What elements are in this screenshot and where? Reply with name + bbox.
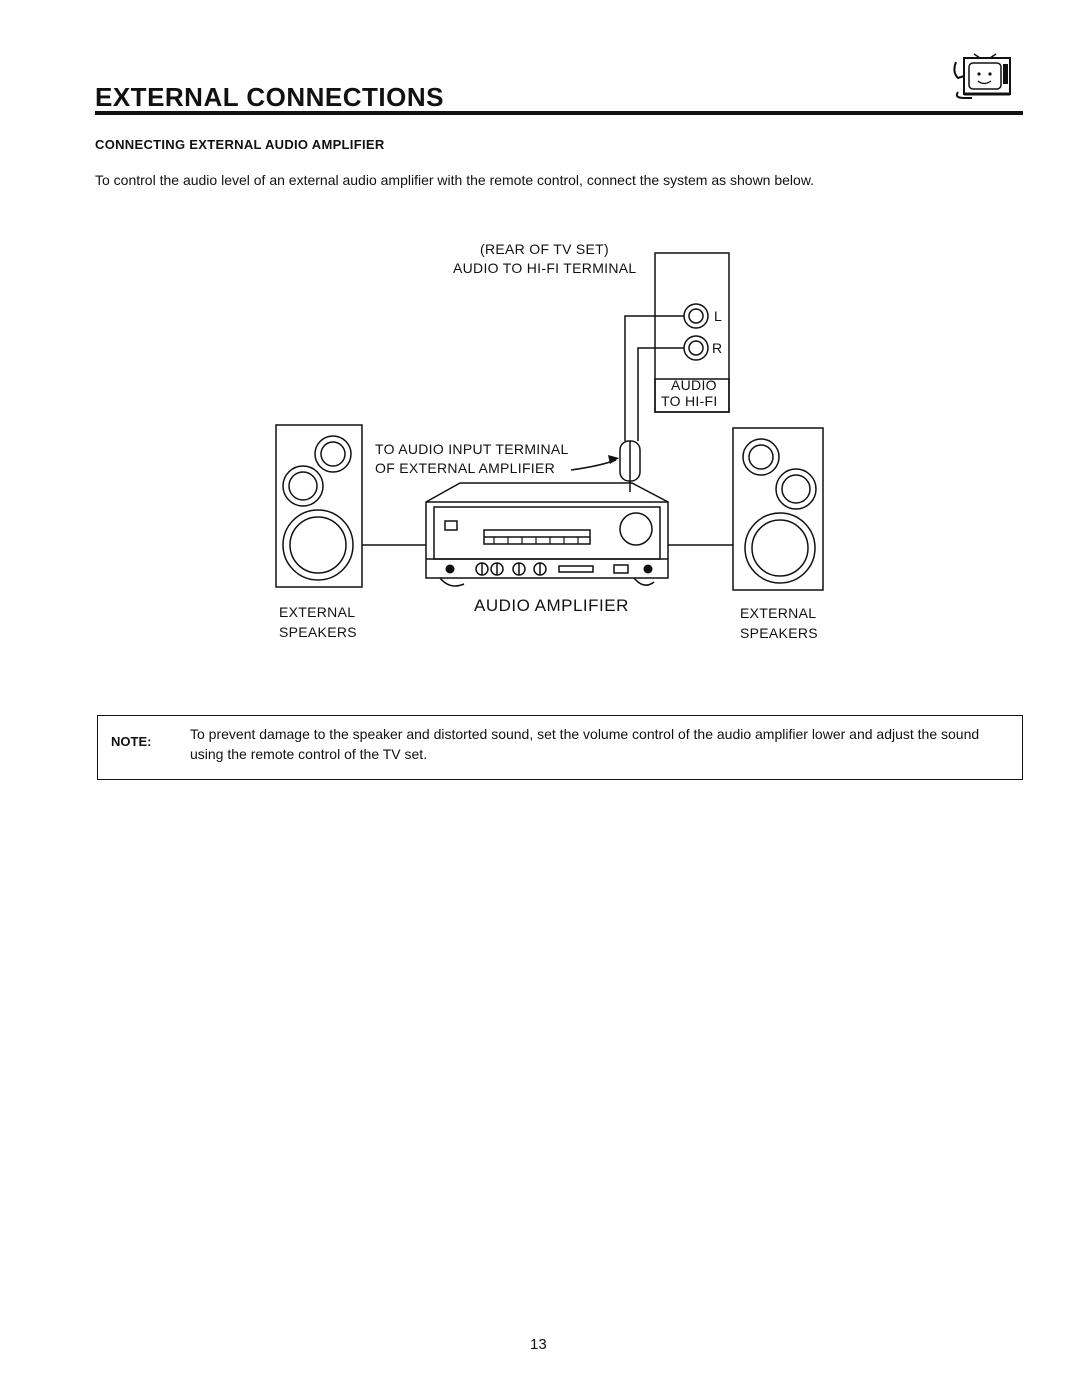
left-speaker [275,424,363,588]
input-label-line1: TO AUDIO INPUT TERMINAL [375,441,569,457]
panel-label-line2: TO HI-FI [661,393,718,409]
audio-hifi-panel [654,378,730,413]
right-speaker-label-line1: EXTERNAL [740,605,817,621]
tv-mascot-icon [952,52,1014,109]
intro-text: To control the audio level of an externa… [95,172,815,188]
right-speaker-label-line2: SPEAKERS [740,625,818,641]
section-heading: CONNECTING EXTERNAL AUDIO AMPLIFIER [95,137,385,152]
phones-dot-icon [643,564,653,574]
tv-label-line2: AUDIO TO HI-FI TERMINAL [453,260,637,276]
left-speaker-label-line2: SPEAKERS [279,624,357,640]
page-number: 13 [530,1336,547,1353]
amplifier-meter-ticks [493,537,579,544]
left-speaker-label-line1: EXTERNAL [279,604,356,620]
title-rule [95,111,1023,115]
power-dot-icon [445,564,455,574]
connection-diagram [275,252,824,591]
amplifier-label: AUDIO AMPLIFIER [474,596,629,615]
jack-r-label: R [712,340,723,356]
jack-l-icon [683,303,709,329]
note-box [97,715,1023,780]
jack-l-label: L [714,308,723,324]
panel-label-line1: AUDIO [671,377,717,393]
jack-r-icon [683,335,709,361]
input-label-line2: OF EXTERNAL AMPLIFIER [375,460,556,476]
right-speaker [732,427,824,591]
page-title: EXTERNAL CONNECTIONS [95,82,444,112]
tv-label-line1: (REAR OF TV SET) [480,241,609,257]
note-label: NOTE: [111,734,152,749]
note-text: To prevent damage to the speaker and dis… [190,726,980,762]
